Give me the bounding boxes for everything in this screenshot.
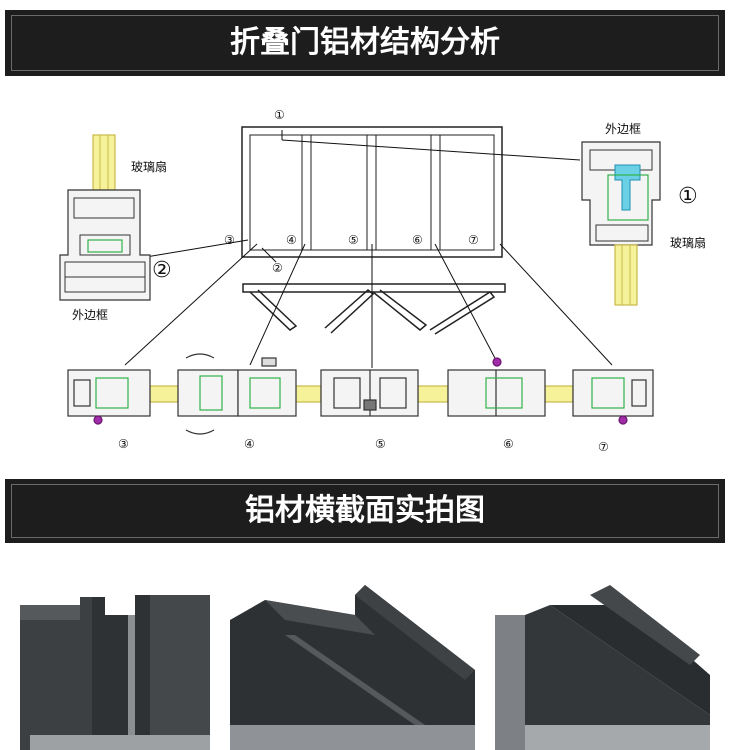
folding-plan-view [242, 283, 506, 335]
label-outer-frame-left: 外边框 [72, 308, 109, 322]
marker-7-section: ⑦ [598, 440, 609, 454]
marker-1-frame: ① [274, 108, 285, 122]
door-structure-diagram [59, 126, 661, 435]
marker-6-section: ⑥ [503, 437, 514, 451]
marker-6-frame: ⑥ [412, 233, 423, 247]
section-6 [447, 357, 546, 417]
section-4 [177, 353, 297, 435]
label-outer-frame-right: 外边框 [605, 122, 642, 136]
label-glass-sash-right: 玻璃扇 [670, 236, 707, 250]
label-glass-sash-left: 玻璃扇 [131, 160, 168, 174]
marker-4-section: ④ [244, 437, 255, 451]
section-5 [320, 369, 419, 417]
marker-4-frame: ④ [286, 233, 297, 247]
marker-2-frame: ② [272, 261, 283, 275]
marker-5-section: ⑤ [375, 437, 386, 451]
banner-border [11, 484, 719, 538]
header-banner: 折叠门铝材结构分析 [5, 10, 725, 76]
cross-section-strip [67, 353, 654, 435]
section-banner: 铝材横截面实拍图 [5, 479, 725, 543]
right-detail-profile [581, 141, 661, 306]
marker-3-frame: ③ [224, 233, 235, 247]
section-title: 铝材横截面实拍图 [245, 493, 485, 528]
marker-3-section: ③ [118, 437, 129, 451]
banner-border [11, 15, 719, 71]
callout-lines [124, 130, 613, 368]
aluminum-profile-photo-2 [230, 585, 475, 750]
aluminum-profile-photo-1 [20, 595, 210, 750]
marker-7-frame: ⑦ [468, 233, 479, 247]
section-7 [572, 369, 654, 425]
marker-5-frame: ⑤ [348, 233, 359, 247]
aluminum-profile-photo-3 [495, 585, 710, 750]
section-3 [67, 369, 151, 425]
left-detail-profile [59, 134, 151, 301]
page-title: 折叠门铝材结构分析 [230, 25, 500, 60]
marker-2-detail: ② [152, 258, 172, 283]
marker-1-detail: ① [678, 184, 698, 209]
